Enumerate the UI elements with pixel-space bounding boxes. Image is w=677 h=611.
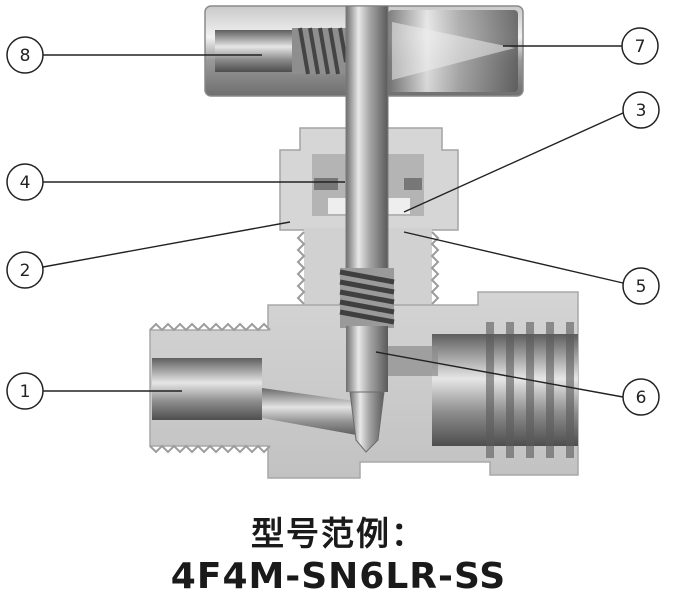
leader-line-6: [375, 351, 624, 398]
callout-2: 2: [6, 251, 44, 289]
caption-title: 型号范例：: [251, 514, 426, 553]
valve-stem: [339, 5, 395, 453]
inlet-port: [152, 358, 262, 420]
set-screw: [292, 27, 348, 75]
callout-1-label: 1: [20, 382, 31, 402]
callout-2-label: 2: [20, 261, 31, 281]
callout-3-label: 3: [636, 101, 647, 121]
callout-1: 1: [6, 372, 44, 410]
callout-4-label: 4: [20, 173, 31, 193]
callout-6-label: 6: [636, 388, 647, 408]
leader-line-5: [403, 231, 624, 284]
callout-8-label: 8: [20, 46, 31, 66]
callout-7: 7: [621, 27, 659, 65]
callout-7-label: 7: [635, 37, 646, 57]
leader-line-3: [403, 112, 624, 213]
leader-line-2: [42, 221, 291, 268]
callout-6: 6: [622, 378, 660, 416]
outlet-port: [432, 322, 578, 458]
callout-8: 8: [6, 36, 44, 74]
callout-5-label: 5: [636, 277, 647, 297]
callout-5: 5: [622, 267, 660, 305]
caption-model-number: 4F4M-SN6LR-SS: [170, 556, 507, 597]
callout-4: 4: [6, 163, 44, 201]
stem-threads: [339, 268, 395, 328]
callout-3: 3: [622, 91, 660, 129]
